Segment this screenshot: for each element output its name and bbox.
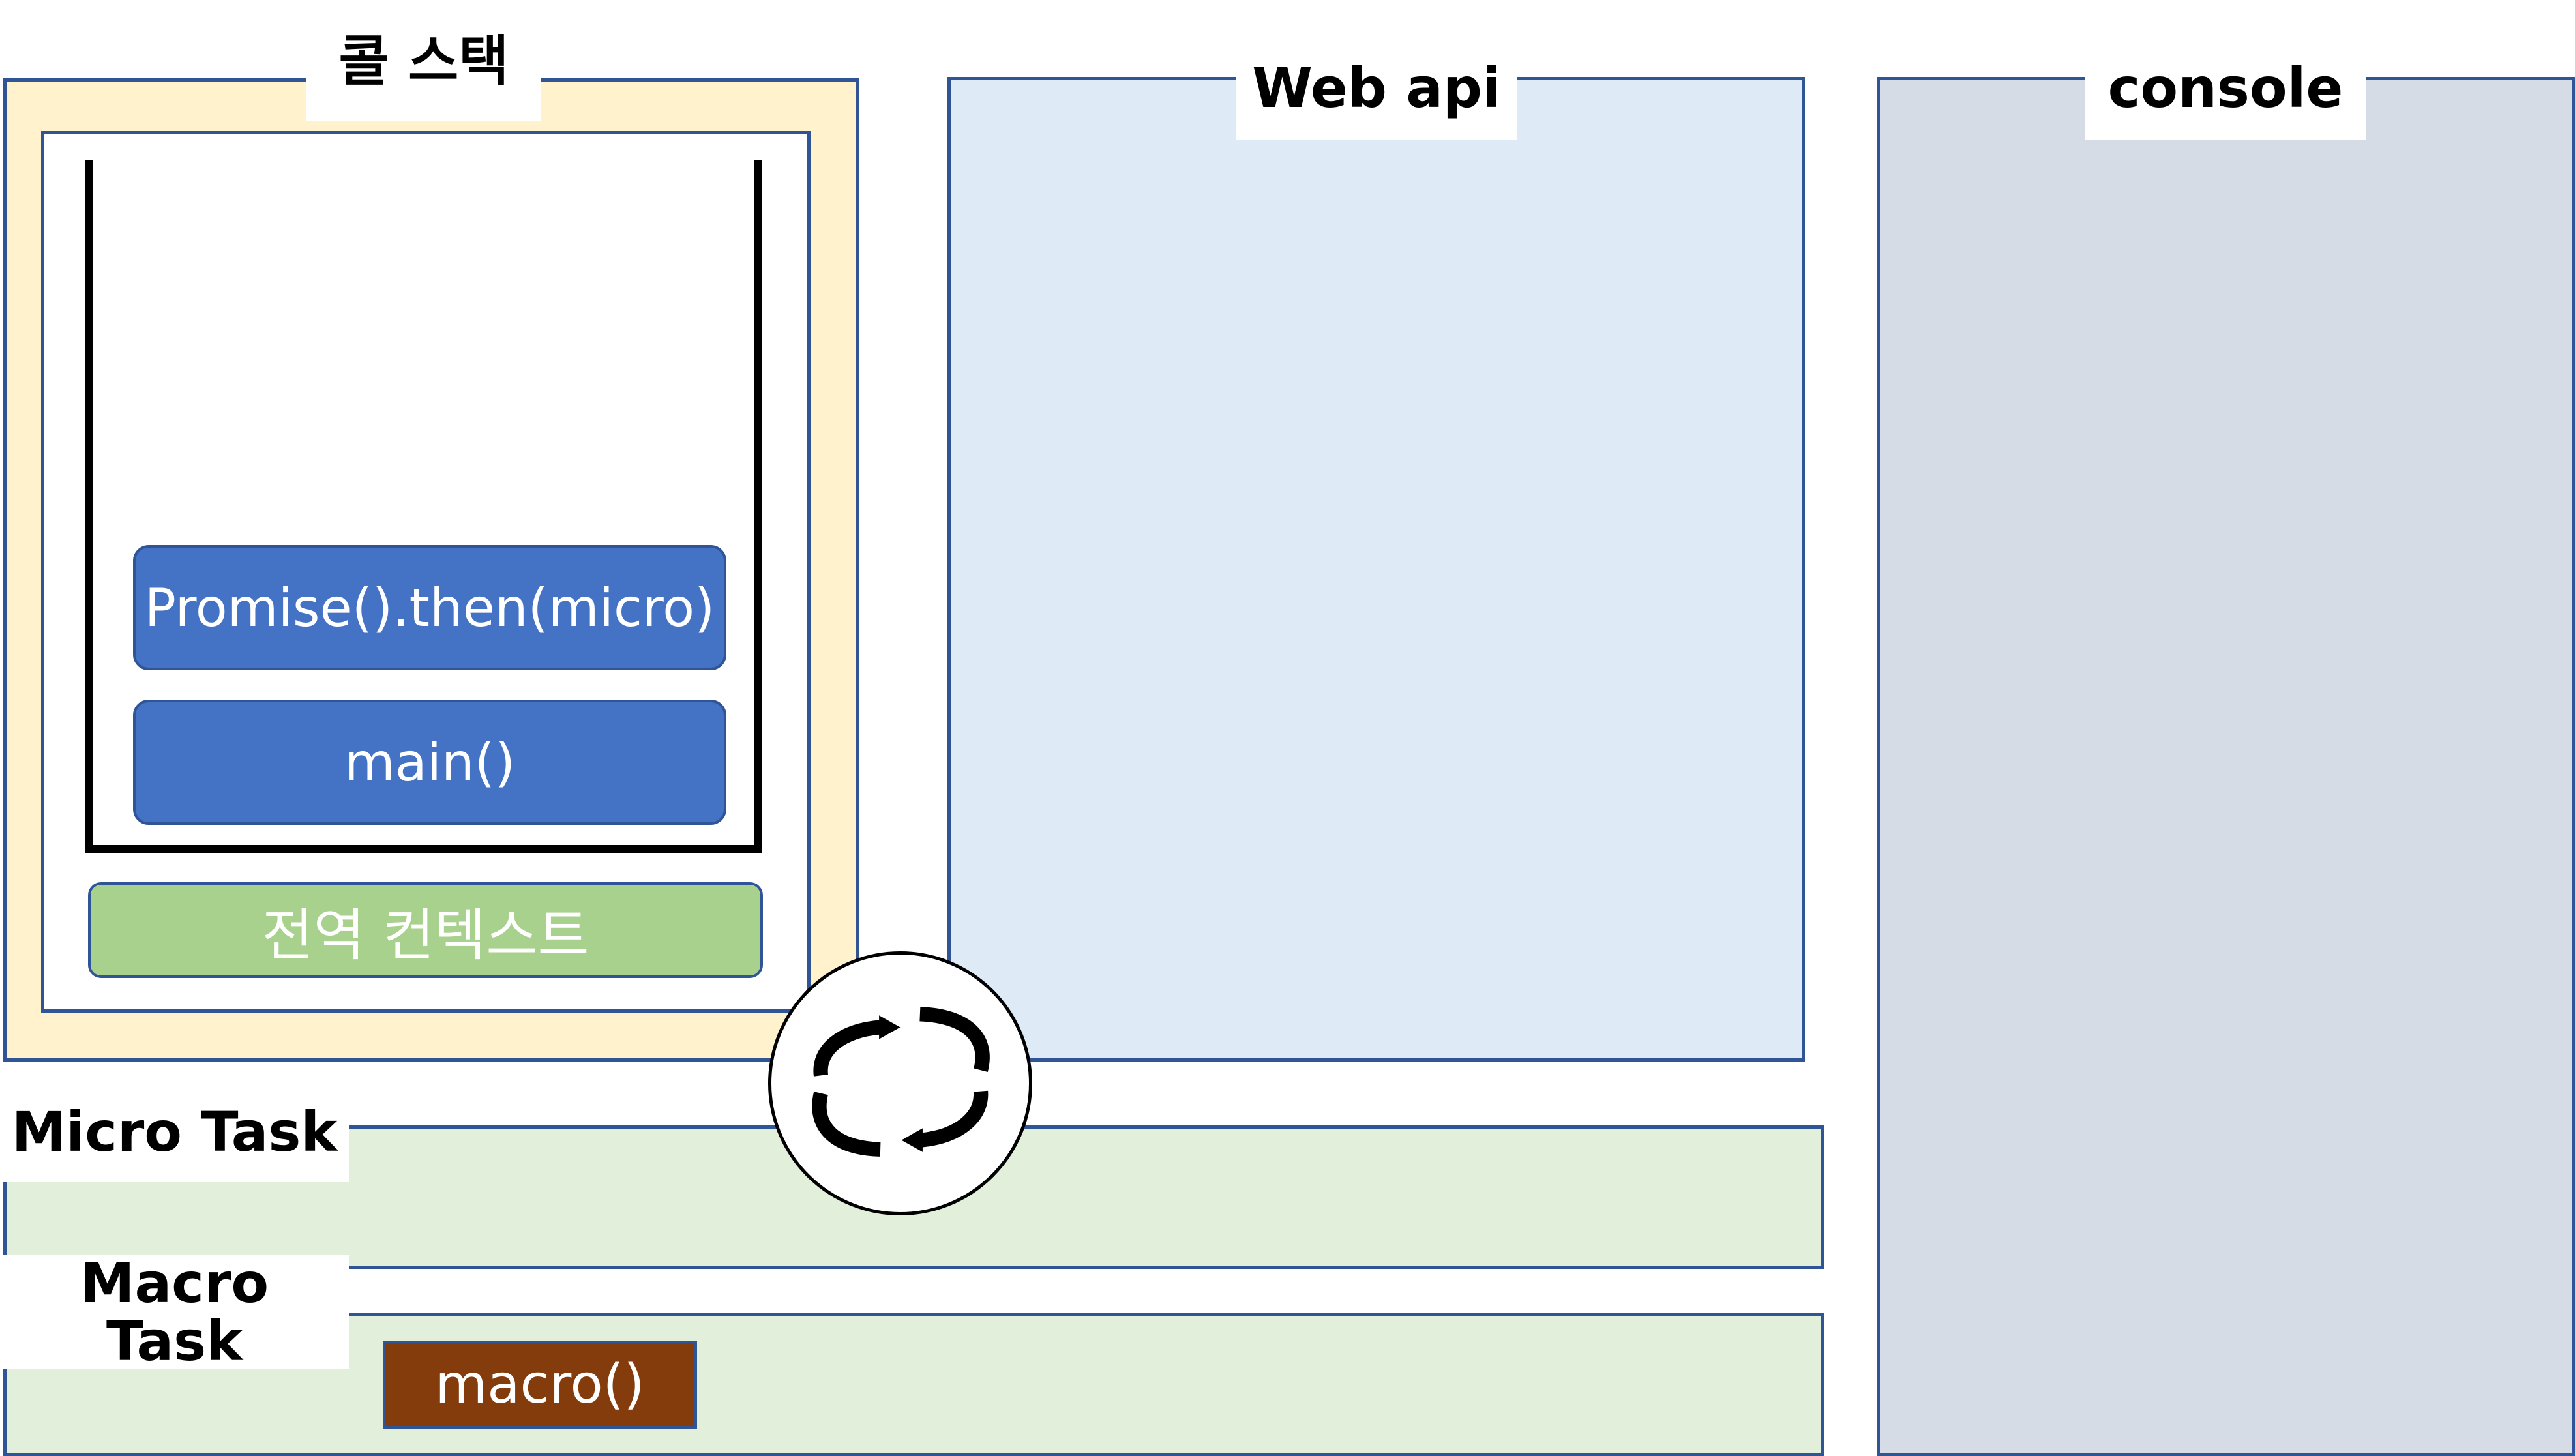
refresh-cycle-icon bbox=[812, 1007, 990, 1157]
global-context-label: 전역 컨텍스트 bbox=[261, 903, 589, 968]
stack-left-wall bbox=[85, 160, 93, 853]
macro-task-item-label: macro() bbox=[435, 1354, 645, 1416]
macro-task-item: macro() bbox=[383, 1341, 697, 1429]
macro-task-title: Macro Task bbox=[0, 1251, 349, 1373]
stack-bottom-wall bbox=[85, 845, 762, 853]
call-stack-title: 콜 스택 bbox=[306, 13, 541, 121]
call-stack-title-text: 콜 스택 bbox=[338, 29, 509, 93]
stack-frame-promise-then: Promise().then(micro) bbox=[133, 545, 726, 670]
web-api-title: Web api bbox=[1236, 36, 1517, 140]
stack-frame-label: Promise().then(micro) bbox=[144, 577, 715, 638]
macro-task-title-text: Macro Task bbox=[80, 1251, 269, 1373]
event-loop-circle bbox=[768, 951, 1032, 1215]
micro-task-title-text: Micro Task bbox=[11, 1100, 338, 1165]
web-api-panel bbox=[947, 77, 1805, 1062]
stack-frame-label: main() bbox=[344, 732, 516, 793]
stack-right-wall bbox=[754, 160, 762, 853]
stack-frame-main: main() bbox=[133, 700, 726, 825]
console-panel bbox=[1877, 77, 2575, 1456]
micro-task-title: Micro Task bbox=[0, 1082, 349, 1182]
web-api-title-text: Web api bbox=[1252, 55, 1501, 120]
global-context-frame: 전역 컨텍스트 bbox=[88, 882, 763, 978]
console-title-text: console bbox=[2107, 55, 2344, 120]
console-title: console bbox=[2085, 36, 2366, 140]
